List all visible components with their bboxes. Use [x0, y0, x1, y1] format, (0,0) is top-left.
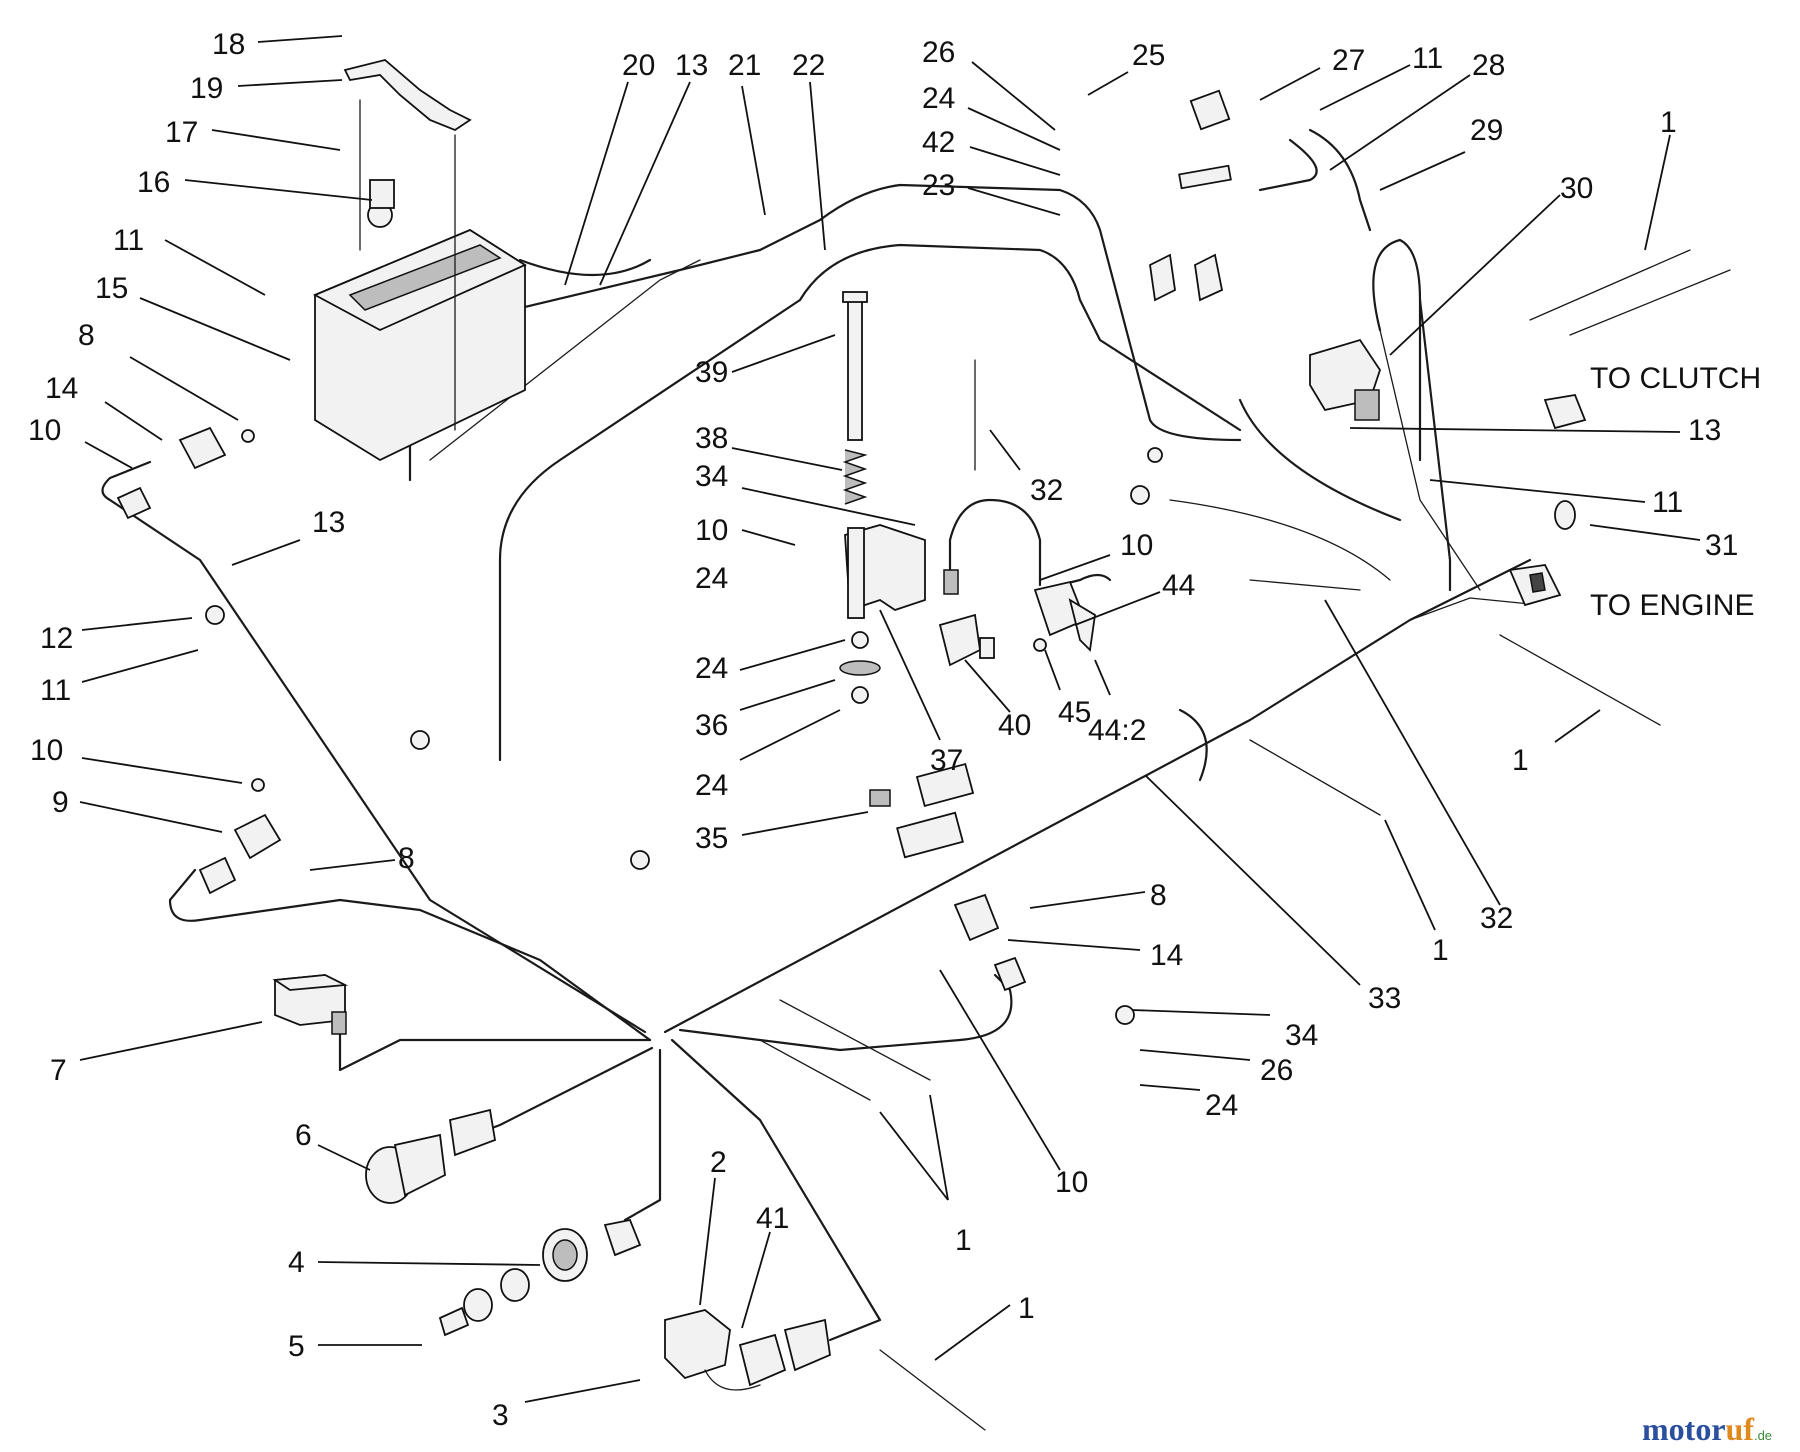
callout-10: 10: [1055, 1166, 1088, 1199]
callout-1: 1: [1512, 744, 1529, 777]
callout-24: 24: [922, 82, 955, 115]
callout-28: 28: [1472, 49, 1505, 82]
battery-hold-down-bracket: [343, 59, 472, 431]
callout-39: 39: [695, 356, 728, 389]
motoruf-watermark: motoruf.de: [1642, 1411, 1772, 1447]
callout-13: 13: [675, 49, 708, 82]
resistor-35: [869, 762, 975, 859]
callout-3: 3: [492, 1399, 509, 1432]
hour-meter-7: [272, 974, 349, 1035]
callout-40: 40: [998, 709, 1031, 742]
engine-connector: [1508, 564, 1562, 607]
callout-13: 13: [312, 506, 345, 539]
to-engine-label: TO ENGINE: [1590, 589, 1754, 622]
leader-lines: [79, 35, 1701, 1403]
bolt-39-and-spring-38: [842, 291, 868, 505]
callout-1: 1: [1018, 1292, 1035, 1325]
callout-18: 18: [212, 28, 245, 61]
callout-31: 31: [1705, 529, 1738, 562]
callout-38: 38: [695, 422, 728, 455]
watermark-name-part2: uf: [1726, 1411, 1755, 1447]
fuse-holder-14-right: [953, 893, 1027, 992]
callout-labels: 18 19 17 16 11 15 8 14 10 20 13 21 22 26…: [28, 28, 1738, 1432]
callout-37: 37: [930, 744, 963, 777]
callout-13: 13: [1688, 414, 1721, 447]
callout-41: 41: [756, 1202, 789, 1235]
callout-36: 36: [695, 709, 728, 742]
battery: [312, 179, 527, 462]
callout-6: 6: [295, 1119, 312, 1152]
callout-9: 9: [52, 786, 69, 819]
callout-1: 1: [1660, 106, 1677, 139]
callout-10: 10: [695, 514, 728, 547]
callout-44: 44: [1162, 569, 1195, 602]
callout-20: 20: [622, 49, 655, 82]
callout-1: 1: [1432, 934, 1449, 967]
callout-32: 32: [1030, 474, 1063, 507]
callout-2: 2: [710, 1146, 727, 1179]
callout-25: 25: [1132, 39, 1165, 72]
switch-40: [938, 569, 995, 667]
callout-34: 34: [1285, 1019, 1318, 1052]
svg-text:motoruf.de: motoruf.de: [1642, 1411, 1772, 1447]
callout-8: 8: [78, 319, 95, 352]
callout-11: 11: [40, 674, 71, 707]
callout-24: 24: [695, 562, 728, 595]
light-switch-6: [365, 1108, 497, 1204]
callout-14: 14: [1150, 939, 1183, 972]
clutch-connector: [1543, 393, 1587, 430]
callout-29: 29: [1470, 114, 1503, 147]
to-clutch-label: TO CLUTCH: [1590, 362, 1761, 395]
callout-11: 11: [1412, 42, 1443, 75]
relay-44: [1033, 580, 1096, 652]
callout-19: 19: [190, 72, 223, 105]
callout-24: 24: [1205, 1089, 1238, 1122]
cable-ties-1: [759, 249, 1731, 1431]
callout-26: 26: [1260, 1054, 1293, 1087]
watermark-suffix: .de: [1754, 1428, 1772, 1443]
callout-1: 1: [955, 1224, 972, 1257]
solenoid-30: [1309, 338, 1381, 421]
callout-10: 10: [30, 734, 63, 767]
callout-35: 35: [695, 822, 728, 855]
callout-15: 15: [95, 272, 128, 305]
callout-7: 7: [50, 1054, 67, 1087]
callout-44-2: 44:2: [1088, 714, 1146, 747]
callout-11: 11: [1652, 486, 1683, 519]
callout-8: 8: [398, 842, 415, 875]
grommet-31: [1554, 500, 1576, 530]
callout-10: 10: [1120, 529, 1153, 562]
seat-switch-bracket-37: [839, 524, 926, 704]
callout-4: 4: [288, 1246, 305, 1279]
fuse-holder-14-left: [116, 426, 255, 520]
callout-22: 22: [792, 49, 825, 82]
ignition-module-2: [664, 1309, 831, 1391]
callout-27: 27: [1332, 44, 1365, 77]
callout-16: 16: [137, 166, 170, 199]
callout-34: 34: [695, 460, 728, 493]
callout-11: 11: [113, 224, 144, 257]
callout-17: 17: [165, 116, 198, 149]
callout-23: 23: [922, 169, 955, 202]
callout-32: 32: [1480, 902, 1513, 935]
battery-cable-assembly-28: [1149, 89, 1232, 302]
ignition-switch-4: [438, 1218, 642, 1337]
fuse-holder-9: [198, 778, 282, 895]
callout-10: 10: [28, 414, 61, 447]
callout-21: 21: [728, 49, 761, 82]
callout-33: 33: [1368, 982, 1401, 1015]
callout-42: 42: [922, 126, 955, 159]
callout-24: 24: [695, 769, 728, 802]
callout-14: 14: [45, 372, 78, 405]
callout-30: 30: [1560, 172, 1593, 205]
callout-26: 26: [922, 36, 955, 69]
callout-5: 5: [288, 1330, 305, 1363]
callout-8: 8: [1150, 879, 1167, 912]
callout-24: 24: [695, 652, 728, 685]
watermark-name-part1: motor: [1642, 1411, 1726, 1447]
callout-12: 12: [40, 622, 73, 655]
callout-45: 45: [1058, 696, 1091, 729]
harness-clamps: [205, 447, 1163, 1025]
